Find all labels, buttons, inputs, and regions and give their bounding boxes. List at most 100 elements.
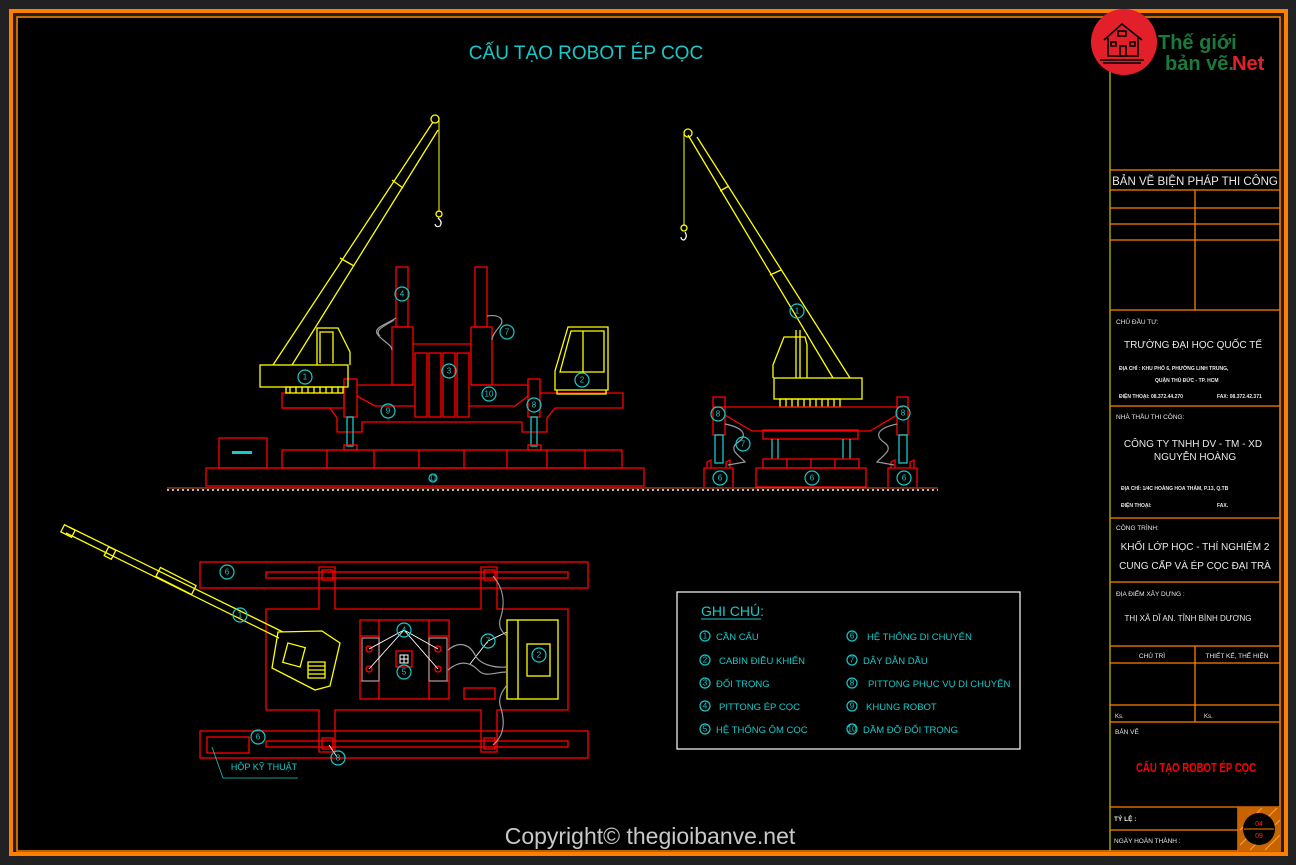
side-elevation-view: 4 7 3 1 2 9 10 8 11 [167,114,938,491]
legend-item: 6 [846,630,858,642]
callout-6: 6 [250,729,266,745]
svg-text:7: 7 [850,656,855,665]
control-cabin [554,326,609,395]
legend-item: 10 [846,723,858,735]
svg-text:bản vẽ.: bản vẽ. [1165,53,1234,75]
svg-text:NGUYỄN HOÀNG: NGUYỄN HOÀNG [1154,450,1236,463]
callout-3: 3 [441,363,457,379]
legend-label: ĐỐI TRỌNG [716,678,770,690]
hook-icon [680,231,687,241]
svg-text:CÔNG TRÌNH:: CÔNG TRÌNH: [1116,523,1159,532]
plan-view: HỘP KỸ THUẬT 6 6 1 4 5 7 2 8 [59,523,589,779]
svg-text:ĐỊA ĐIỂM XÂY DỰNG :: ĐỊA ĐIỂM XÂY DỰNG : [1116,589,1185,598]
front-elevation-view: 1 8 8 7 6 6 6 [680,128,918,488]
svg-text:ĐIỆN THOẠI:: ĐIỆN THOẠI: [1121,501,1152,509]
svg-text:THIẾT KẾ, THỂ HIỆN: THIẾT KẾ, THỂ HIỆN [1206,650,1269,660]
technical-box-label: HỘP KỸ THUẬT [211,746,298,779]
callout-6: 6 [219,564,235,580]
svg-text:9: 9 [850,702,855,711]
svg-text:2: 2 [703,656,708,665]
svg-text:ĐỊA CHỈ : KHU PHỐ 6, PHƯỜNG: ĐỊA CHỈ : KHU PHỐ 6, PHƯỜNG LINH TRUNG, [1119,364,1229,372]
svg-text:2: 2 [580,376,585,385]
svg-text:4: 4 [400,290,405,299]
svg-text:CHỦ ĐẦU TƯ:: CHỦ ĐẦU TƯ: [1116,316,1159,326]
svg-text:7: 7 [486,637,491,646]
svg-text:9: 9 [386,407,391,416]
front-elevation-callouts: 1 8 8 7 6 6 6 [710,303,912,486]
house-icon [1100,22,1144,64]
svg-text:Net: Net [1232,53,1265,75]
svg-text:8: 8 [532,401,537,410]
callout-10: 10 [481,386,497,402]
svg-text:4: 4 [402,626,407,635]
svg-text:QUẬN THỦ ĐỨC - TP. HCM: QUẬN THỦ ĐỨC - TP. HCM [1155,377,1219,384]
inner-frame [16,16,1281,852]
legend-label: KHUNG ROBOT [866,702,937,713]
legend-title: GHI CHÚ: [701,603,764,619]
crane [259,114,443,394]
svg-text:6: 6 [810,474,815,483]
callout-7: 7 [499,324,515,340]
svg-text:CHỦ TRÌ: CHỦ TRÌ [1139,651,1165,660]
svg-text:6: 6 [256,733,261,742]
svg-text:4: 4 [703,702,708,711]
outer-frame [9,9,1288,856]
svg-text:FAX: 08.372.42.371: FAX: 08.372.42.371 [1217,394,1262,400]
callout-2: 2 [531,647,547,663]
hoses-plan [447,575,508,746]
svg-text:7: 7 [505,328,510,337]
legend-item: 1 [699,630,711,642]
oil-hoses-front [724,423,898,466]
svg-text:8: 8 [850,679,855,688]
counterweights [414,352,470,418]
legend-label: CẦN CẨU [716,631,759,643]
svg-text:Thế giới: Thế giới [1158,32,1237,54]
cabin-plan [506,619,559,700]
callout-4: 4 [394,286,410,302]
callout-1: 1 [297,369,313,385]
legend-item: 2 [699,654,711,666]
tracks [199,561,589,759]
legend-item: 4 [699,700,711,712]
callout-11: 11 [428,473,438,483]
callout-5: 5 [396,664,412,680]
svg-text:3: 3 [703,679,708,688]
callout-7: 7 [480,633,496,649]
owner-name: TRƯỜNG ĐẠI HỌC QUỐC TẾ [1124,337,1262,351]
callout-4: 4 [396,622,412,638]
callout-1: 1 [789,303,805,319]
callout-8: 8 [330,750,346,766]
svg-text:5: 5 [402,668,407,677]
hook-icon [434,217,442,228]
svg-text:2: 2 [537,651,542,660]
drawing-title: CẤU TẠO ROBOT ÉP CỌC [469,42,703,64]
svg-text:04: 04 [1255,821,1263,828]
technical-box [218,437,268,469]
sheet-title: CẤU TẠO ROBOT ÉP CỌC [1136,760,1256,775]
crane-front [680,128,863,408]
sheet-number-stamp: 04 09 [1238,807,1281,851]
title-block: BẢN VẼ BIỆN PHÁP THI CÔNG CHỦ ĐẦU TƯ: TR… [1109,18,1281,851]
svg-text:7: 7 [741,440,746,449]
legend-label: DẦM ĐỠ ĐỐI TRỌNG [863,724,958,736]
legend-label: DÂY DẪN DẦU [863,655,928,667]
legend-item: 8 [846,677,858,689]
svg-text:8: 8 [901,409,906,418]
callout-6: 6 [896,470,912,486]
callout-8: 8 [526,397,542,413]
legend: GHI CHÚ: 1 2 3 4 5 6 7 8 9 10 CẦN CẨU CA… [676,591,1021,750]
side-elevation-callouts: 4 7 3 1 2 9 10 8 11 [297,286,590,483]
svg-text:6: 6 [718,474,723,483]
svg-text:TỶ LỆ :: TỶ LỆ : [1114,814,1136,823]
drawing-area [18,18,1280,853]
svg-text:Ks.: Ks. [1204,714,1213,720]
callout-7: 7 [735,436,751,452]
project-name: KHỐI LỚP HỌC - THÍ NGHIỆM 2 [1121,539,1270,553]
robot-frame-front [703,396,918,488]
copyright-watermark: Copyright© thegioibanve.net [505,823,796,849]
svg-text:09: 09 [1255,833,1263,840]
robot-body-plan [265,566,569,753]
legend-label: HỆ THỐNG DI CHUYỂN [867,631,972,643]
svg-text:10: 10 [848,725,857,734]
